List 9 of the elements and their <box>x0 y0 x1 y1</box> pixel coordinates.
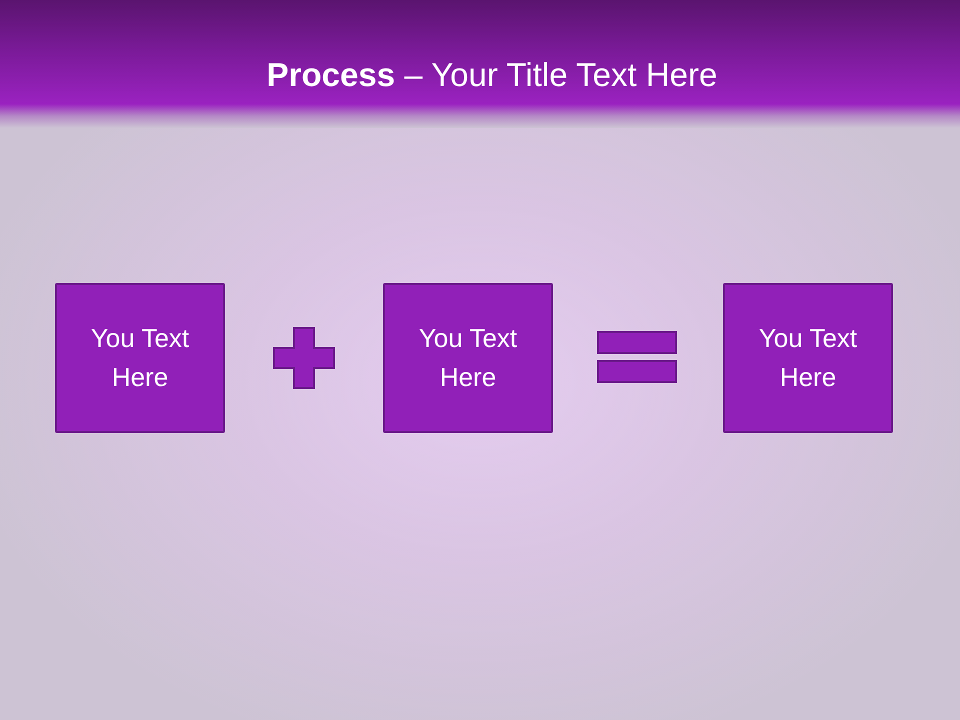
box-text: You Text Here <box>758 322 858 394</box>
equals-sign <box>597 331 677 383</box>
plus-sign <box>273 327 335 389</box>
box-text: You Text Here <box>418 322 518 394</box>
process-box <box>55 283 225 433</box>
box-text: You Text Here <box>90 322 190 394</box>
process-box <box>723 283 893 433</box>
process-box <box>383 283 553 433</box>
slide-title: Process – Your Title Text Here <box>266 55 718 95</box>
